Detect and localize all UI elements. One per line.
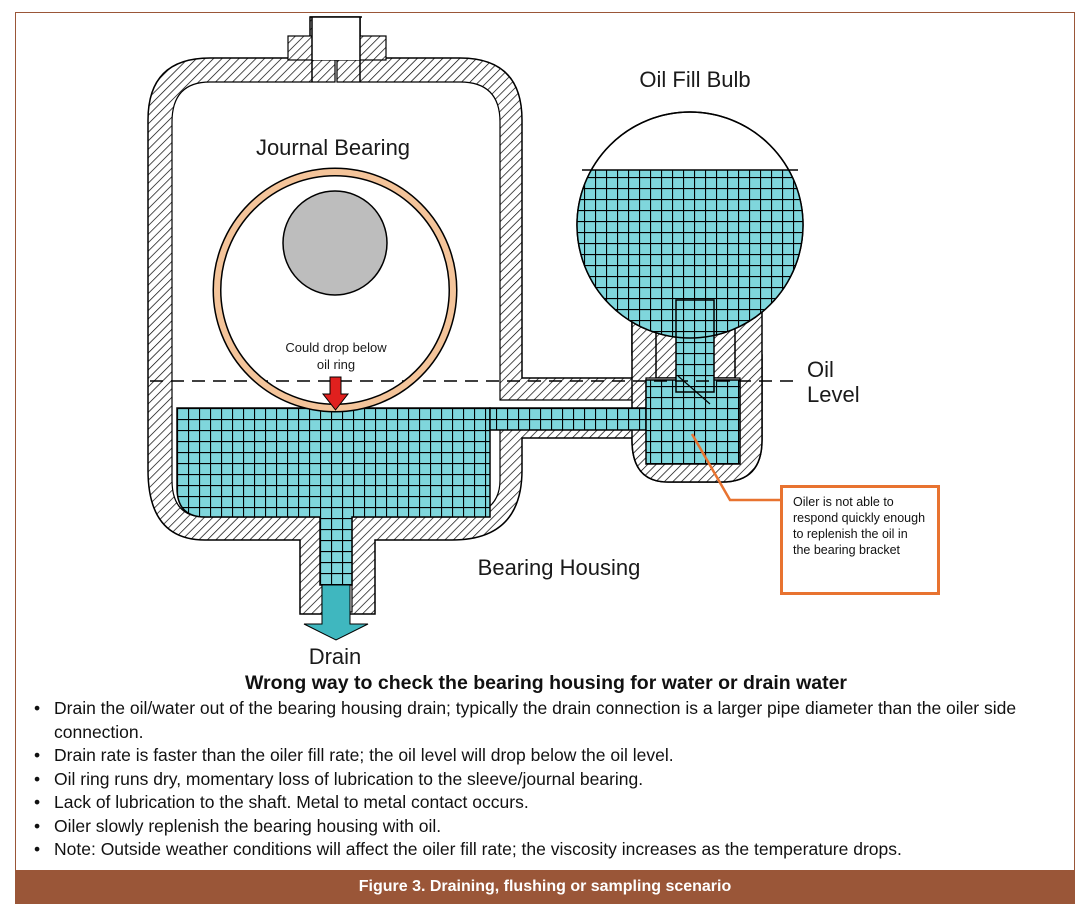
bullet-list: Drain the oil/water out of the bearing h… (30, 697, 1040, 862)
bullet-item: Drain rate is faster than the oiler fill… (30, 744, 1040, 768)
section-heading: Wrong way to check the bearing housing f… (244, 672, 848, 694)
drain-arrow (303, 584, 369, 641)
bearing-housing-label: Bearing Housing (478, 555, 641, 580)
shaft (282, 190, 388, 296)
could-drop-label-2: oil ring (317, 357, 355, 372)
oiler-callout: Oiler is not able to respond quickly eno… (780, 485, 940, 595)
oil-fill-bulb (576, 111, 804, 393)
bullet-item: Note: Outside weather conditions will af… (30, 838, 1040, 862)
housing-oil (176, 379, 741, 586)
oil-level-label-1: Oil (807, 357, 834, 382)
could-drop-label-1: Could drop below (285, 340, 387, 355)
journal-bearing-label: Journal Bearing (256, 135, 410, 160)
bullet-item: Oil ring runs dry, momentary loss of lub… (30, 768, 1040, 792)
drop-arrow (321, 376, 350, 411)
oil-level-label-2: Level (807, 382, 860, 407)
bullet-item: Lack of lubrication to the shaft. Metal … (30, 791, 1040, 815)
callout-leader (690, 433, 780, 502)
figure-caption: Figure 3. Draining, flushing or sampling… (16, 870, 1074, 903)
drain-label: Drain (309, 644, 362, 669)
oil-fill-bulb-label: Oil Fill Bulb (639, 67, 750, 92)
bullet-item: Oiler slowly replenish the bearing housi… (30, 815, 1040, 839)
bullet-item: Drain the oil/water out of the bearing h… (30, 697, 1040, 744)
